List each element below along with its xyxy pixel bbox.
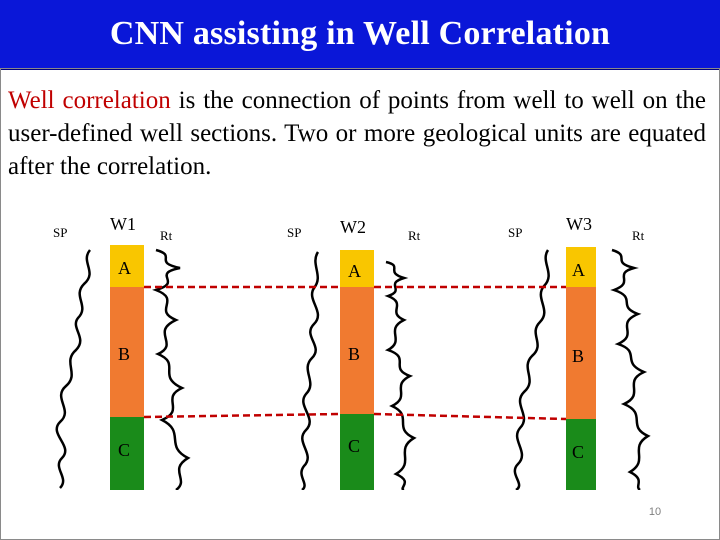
well-w3-unit-b xyxy=(566,287,596,419)
well-w1-rt-label: Rt xyxy=(160,228,173,243)
well-w3: SP W3 Rt A B C xyxy=(508,214,651,490)
well-w3-name: W3 xyxy=(566,214,592,234)
well-w1: SP W1 Rt A B C xyxy=(53,214,191,490)
correlation-line-bottom-bc xyxy=(143,412,567,421)
description-paragraph: Well correlation is the connection of po… xyxy=(8,84,706,183)
well-w1-rt-log xyxy=(152,248,191,490)
well-w2-unit-a-label: A xyxy=(348,261,361,281)
well-w3-unit-c xyxy=(566,419,596,490)
well-w1-name: W1 xyxy=(110,214,136,234)
well-w2: SP W2 Rt A B C xyxy=(287,217,421,490)
well-w2-unit-c-label: C xyxy=(348,436,360,456)
well-w2-name: W2 xyxy=(340,217,366,237)
well-w3-sp-label: SP xyxy=(508,225,522,240)
title-bar: CNN assisting in Well Correlation xyxy=(0,0,720,70)
highlighted-term: Well correlation xyxy=(8,87,171,114)
well-w2-rt-label: Rt xyxy=(408,228,421,243)
well-w1-unit-a-label: A xyxy=(118,258,131,278)
well-w1-unit-c-label: C xyxy=(118,440,130,460)
well-w1-unit-b-label: B xyxy=(118,344,130,364)
well-w1-sp-label: SP xyxy=(53,225,67,240)
well-w1-unit-c xyxy=(110,417,144,490)
well-w2-unit-a xyxy=(340,250,374,287)
well-w1-sp-log xyxy=(55,249,92,489)
well-w3-unit-a-label: A xyxy=(572,260,585,280)
slide-title: CNN assisting in Well Correlation xyxy=(109,15,611,52)
well-w3-rt-label: Rt xyxy=(632,228,645,243)
well-w2-rt-log xyxy=(384,260,417,490)
well-w3-rt-log xyxy=(610,248,651,490)
well-w2-unit-c xyxy=(340,414,374,490)
well-w2-unit-b xyxy=(340,287,374,414)
well-w2-sp-label: SP xyxy=(287,225,301,240)
well-w3-unit-b-label: B xyxy=(572,346,584,366)
well-w2-sp-log xyxy=(300,251,320,490)
page-number: 10 xyxy=(648,506,662,518)
description-text: is the connection of points from well to… xyxy=(8,87,707,180)
well-correlation-diagram: SP W1 Rt A B C SP W2 Rt A B C SP W3 Rt A… xyxy=(53,214,651,490)
well-w2-unit-b-label: B xyxy=(348,344,360,364)
well-w1-unit-a xyxy=(110,245,144,287)
well-w3-sp-log xyxy=(513,249,550,490)
well-w3-unit-c-label: C xyxy=(572,442,584,462)
well-w1-unit-b xyxy=(110,287,144,417)
well-w3-unit-a xyxy=(566,247,596,287)
